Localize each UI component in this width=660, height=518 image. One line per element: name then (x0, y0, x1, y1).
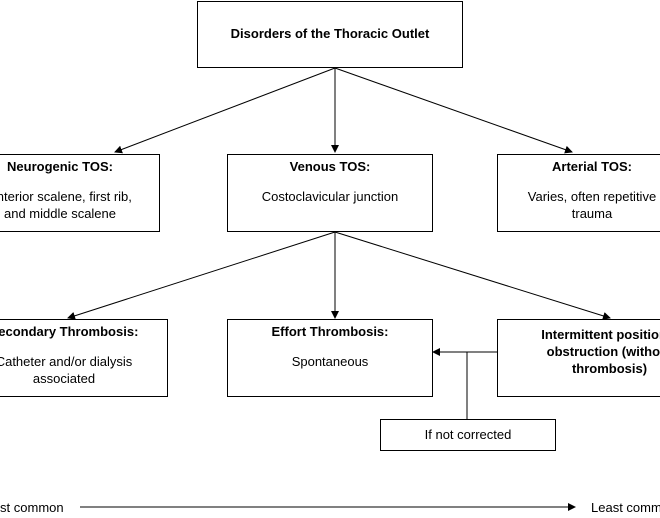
arterial-tos-box: Arterial TOS: Varies, often repetitive t… (497, 154, 660, 232)
secondary-thrombosis-title: Secondary Thrombosis: (0, 324, 139, 339)
root-box: Disorders of the Thoracic Outlet (197, 1, 463, 68)
secondary-thrombosis-box: Secondary Thrombosis: Catheter and/or di… (0, 319, 168, 397)
secondary-thrombosis-desc: Catheter and/or dialysis associated (0, 354, 133, 386)
arrow-root-to-arterial (334, 67, 573, 154)
neurogenic-tos-desc: Anterior scalene, first rib, and middle … (0, 189, 132, 221)
least-common-label: Least common (591, 500, 660, 515)
if-not-corrected-box: If not corrected (380, 419, 556, 451)
venous-tos-desc: Costoclavicular junction (261, 189, 399, 204)
neurogenic-tos-title: Neurogenic TOS: (7, 159, 113, 174)
effort-thrombosis-title: Effort Thrombosis: (271, 324, 389, 339)
effort-thrombosis-box: Effort Thrombosis: Spontaneous (227, 319, 433, 397)
neurogenic-tos-box: Neurogenic TOS: Anterior scalene, first … (0, 154, 160, 232)
venous-tos-box: Venous TOS: Costoclavicular junction (227, 154, 433, 232)
most-common-label: Most common (0, 500, 64, 515)
intermittent-obstruction-box: Intermittent positional obstruction (wit… (497, 319, 660, 397)
arterial-tos-title: Arterial TOS: (552, 159, 632, 174)
arrow-venous-to-secondary (67, 231, 336, 320)
arterial-tos-desc: Varies, often repetitive trauma (527, 189, 657, 221)
effort-thrombosis-desc: Spontaneous (291, 354, 369, 369)
arrow-venous-to-intermittent (334, 231, 611, 320)
if-not-corrected-label: If not corrected (424, 427, 512, 442)
intermittent-obstruction-title: Intermittent positional obstruction (wit… (541, 327, 660, 376)
venous-tos-title: Venous TOS: (289, 159, 371, 174)
arrow-root-to-neurogenic (114, 67, 336, 154)
root-title: Disorders of the Thoracic Outlet (230, 26, 430, 41)
